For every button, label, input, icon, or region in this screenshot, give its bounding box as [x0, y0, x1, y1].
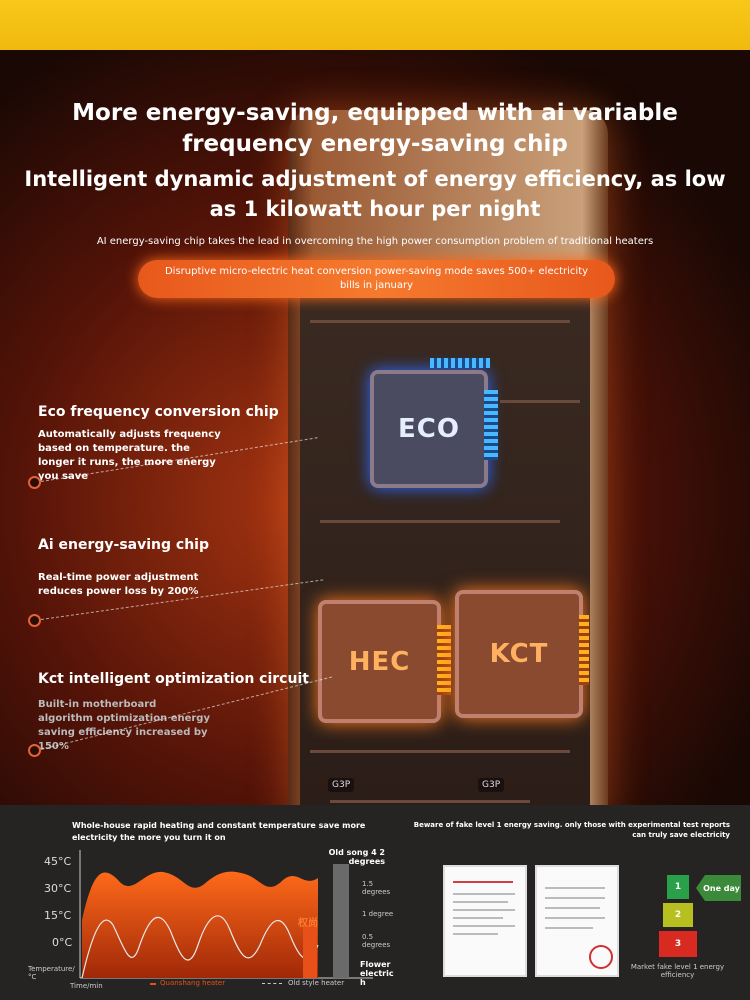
test-report-1	[443, 865, 527, 977]
promo-pill: Disruptive micro-electric heat conversio…	[138, 260, 615, 298]
feature-1-desc: Automatically adjusts frequency based on…	[38, 429, 221, 482]
feature-1-marker	[28, 476, 41, 489]
feature-1-title: Eco frequency conversion chip	[38, 404, 279, 420]
y-tick: 30°C	[44, 882, 72, 895]
warning-text: Beware of fake level 1 energy saving. on…	[413, 821, 730, 839]
one-day-tag: One day	[696, 875, 741, 901]
kct-chip: KCT	[455, 590, 583, 718]
feature-2-title: Ai energy-saving chip	[38, 537, 209, 553]
y-tick: 0°C	[52, 936, 73, 949]
chart-heading: Whole-house rapid heating and constant t…	[72, 821, 366, 842]
feature-3-title: Kct intelligent optimization circuit	[38, 671, 309, 687]
g3p-label: G3P	[478, 778, 505, 792]
quanshang-area	[82, 871, 318, 978]
new-bar-label: Flower electric h	[360, 960, 394, 987]
headline: More energy-saving, equipped with ai var…	[72, 100, 678, 157]
level-3: 3	[659, 931, 697, 957]
legend-swatch-old	[262, 983, 282, 984]
y-tick: 45°C	[44, 855, 72, 868]
old-bar-label: Old song 4 2 degrees	[328, 848, 385, 866]
tagline: AI energy-saving chip takes the lead in …	[96, 236, 654, 247]
old-bar	[333, 864, 349, 978]
feature-2-marker	[28, 614, 41, 627]
quanshang-bar	[303, 925, 317, 978]
y-axis-label: Temperature/°C	[28, 965, 75, 981]
legend-quanshang: Quanshang heater	[160, 979, 226, 987]
label-0-5: 0.5 degrees	[362, 933, 391, 949]
feature-3-desc: Built-in motherboard algorithm optimizat…	[38, 699, 210, 752]
legend-old: Old style heater	[288, 979, 345, 987]
bottom-comparison: Whole-house rapid heating and constant t…	[0, 805, 750, 1000]
legend-swatch-quanshang	[150, 983, 156, 985]
temperature-chart: 权尚	[79, 850, 373, 979]
x-axis-label: Time/min	[70, 982, 103, 990]
eco-chip: ECO	[370, 370, 488, 488]
label-1-5: 1.5 degrees	[362, 880, 391, 896]
top-banner	[0, 0, 750, 50]
test-report-2	[535, 865, 619, 977]
bar-power-label: 权尚	[297, 916, 318, 929]
level-1: 1	[667, 875, 689, 899]
feature-2-desc: Real-time power adjustment reduces power…	[38, 572, 199, 597]
market-note: Market fake level 1 energy efficiency	[630, 963, 725, 979]
feature-3-marker	[28, 744, 41, 757]
hero-section: ECO HEC KCT G3P G3P	[0, 50, 750, 805]
g3p-label: G3P	[328, 778, 355, 792]
y-tick: 15°C	[44, 909, 72, 922]
level-2: 2	[663, 903, 693, 927]
old-heater-line	[81, 915, 319, 979]
circuit-board: ECO HEC KCT G3P G3P	[300, 280, 590, 805]
label-1: 1 degree	[362, 910, 394, 918]
sub-headline: Intelligent dynamic adjustment of energy…	[24, 167, 726, 221]
hec-chip: HEC	[318, 600, 441, 723]
